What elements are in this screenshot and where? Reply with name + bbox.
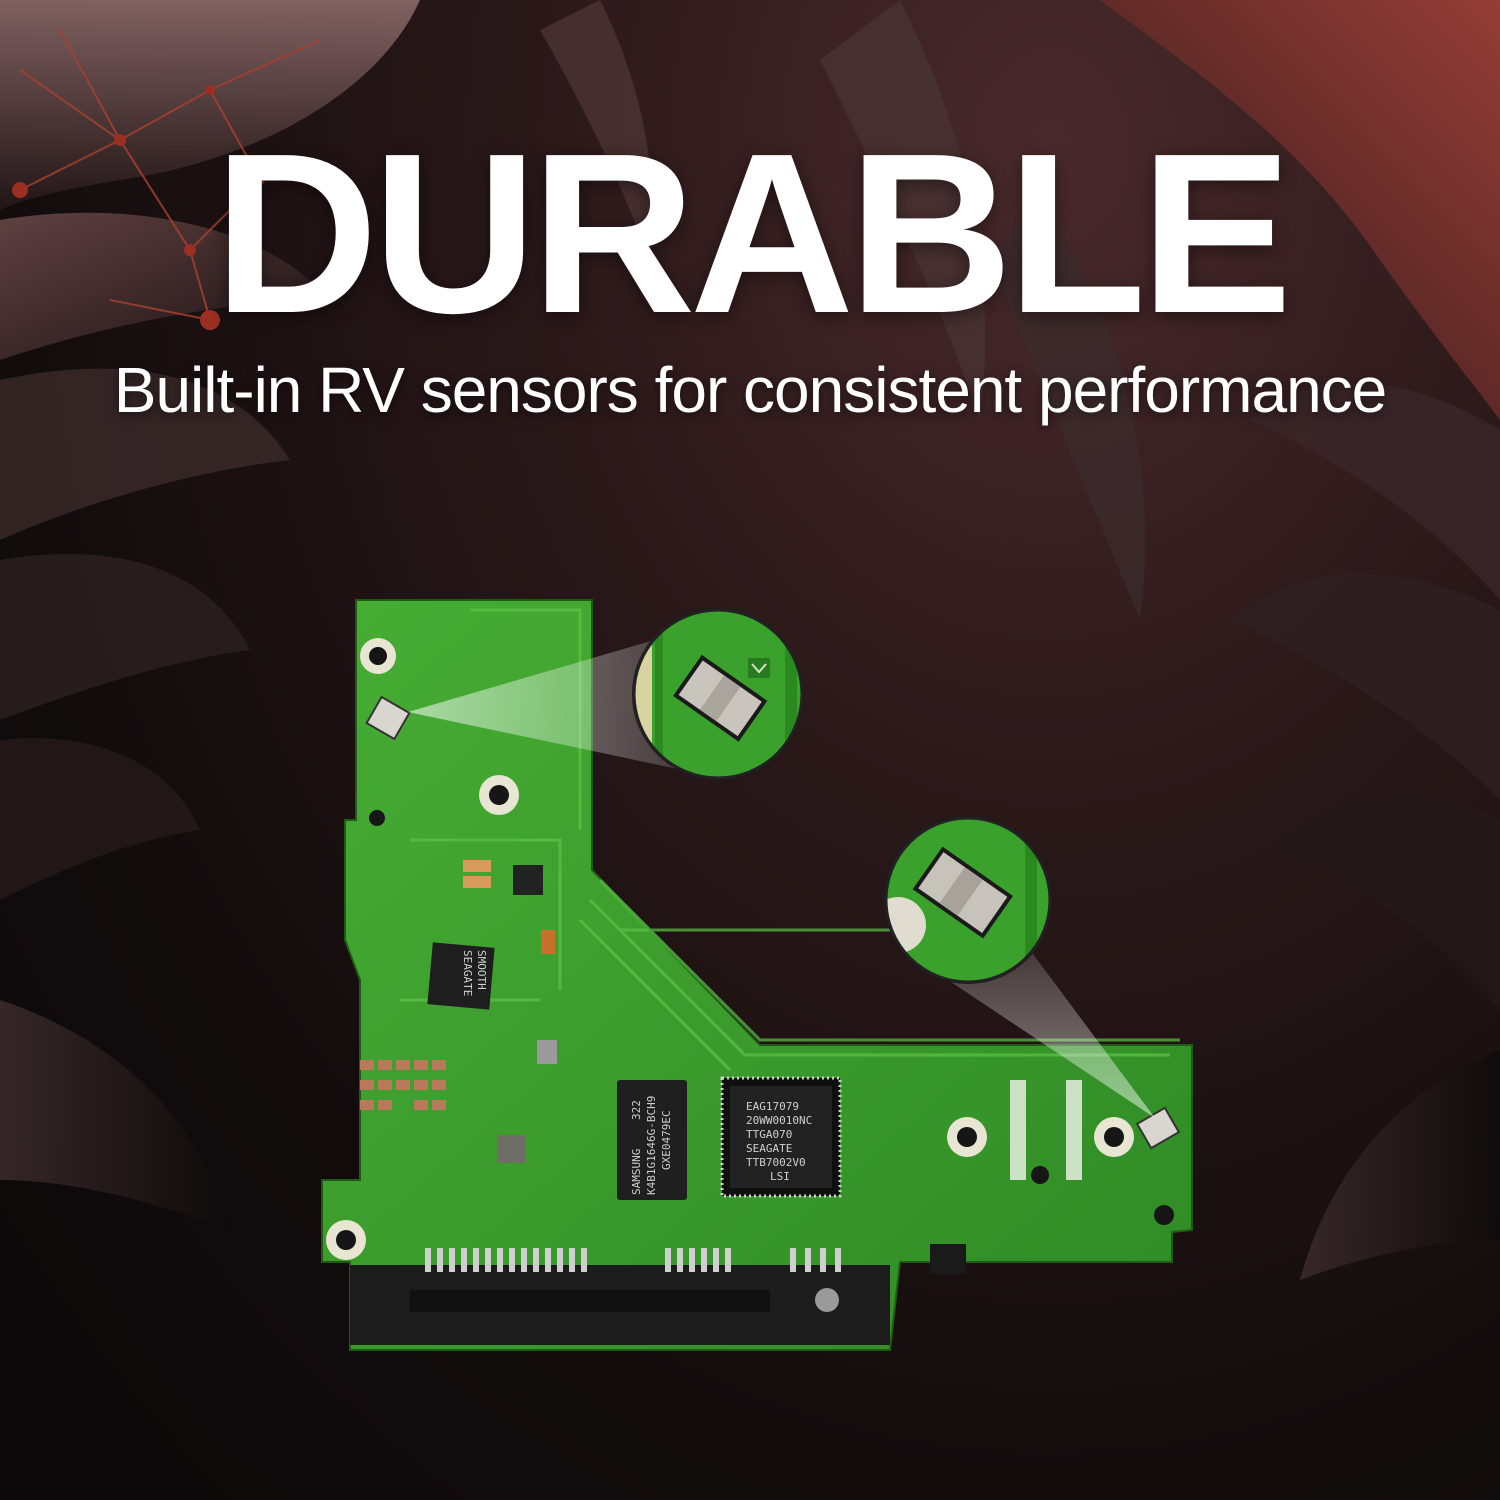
- svg-text:GXE0479EC: GXE0479EC: [660, 1110, 673, 1170]
- svg-text:TTB7002V0: TTB7002V0: [746, 1156, 806, 1169]
- smd-components: [360, 860, 1082, 1274]
- memory-chip: SAMSUNG K4B1G1646G-BCH9 GXE0479EC 322: [617, 1080, 687, 1200]
- sata-connector: [350, 1248, 890, 1345]
- pcb-board: [321, 599, 1193, 1351]
- callout-beam-top: [408, 636, 692, 772]
- svg-text:SAMSUNG: SAMSUNG: [630, 1149, 643, 1195]
- controller-chip: EAG17079 20WW0010NC TTGA070 SEAGATE TTB7…: [720, 1076, 842, 1198]
- network-nodes-decoration: [12, 85, 265, 330]
- svg-text:EAG17079: EAG17079: [746, 1100, 799, 1113]
- rv-sensor-zoom-callout-top: [632, 608, 804, 780]
- callout-beam-right: [918, 950, 1155, 1118]
- headline: DURABLE: [213, 107, 1293, 361]
- svg-text:SMOOTH: SMOOTH: [475, 950, 488, 990]
- svg-text:SEAGATE: SEAGATE: [461, 950, 474, 996]
- subheadline: Built-in RV sensors for consistent perfo…: [113, 354, 1388, 426]
- svg-text:TTGA070: TTGA070: [746, 1128, 792, 1141]
- rv-sensor-zoom-callout-right: [884, 816, 1052, 984]
- svg-text:K4B1G1646G-BCH9: K4B1G1646G-BCH9: [645, 1096, 658, 1195]
- rv-sensor-right: [1135, 1106, 1181, 1150]
- svg-text:322: 322: [630, 1100, 643, 1120]
- svg-text:20WW0010NC: 20WW0010NC: [746, 1114, 812, 1127]
- svg-text:SEAGATE: SEAGATE: [746, 1142, 792, 1155]
- svg-text:LSI: LSI: [770, 1170, 790, 1183]
- motor-driver-chip: SMOOTH SEAGATE: [427, 942, 495, 1010]
- rv-sensor-top-left: [365, 695, 411, 741]
